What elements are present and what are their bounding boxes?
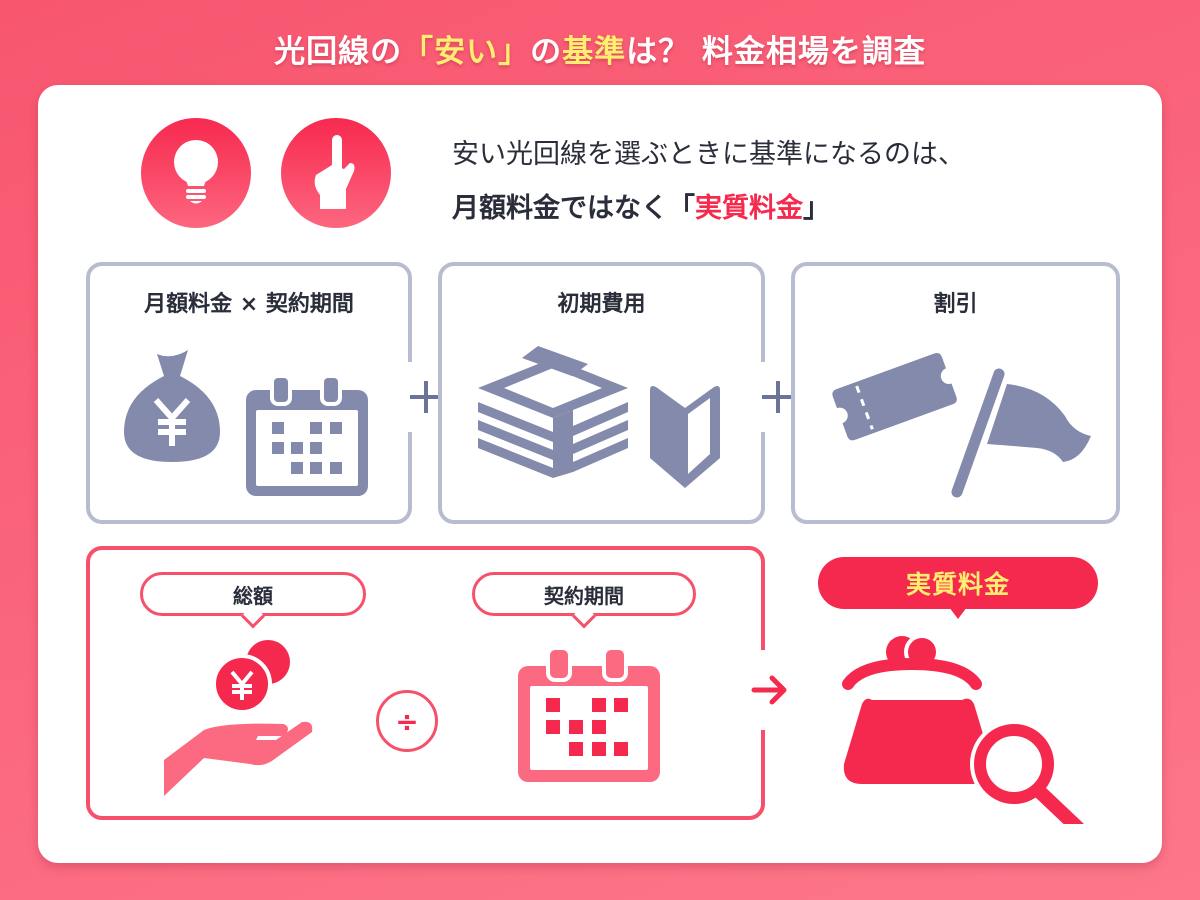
contract-period-bubble: 契約期間 — [472, 572, 696, 616]
lightbulb-icon — [141, 118, 251, 228]
effective-price-pill: 実質料金 — [818, 557, 1098, 609]
page-title: 光回線の「安い」の基準は？ 料金相場を調査 — [274, 34, 926, 70]
calendar-icon — [518, 646, 660, 782]
arrow-icon — [740, 650, 800, 730]
divide-operator: ÷ — [376, 690, 438, 752]
pointing-hand-icon — [281, 118, 391, 228]
purse-magnifier-icon — [842, 634, 1084, 824]
component-initial-cost: 初期費用 — [438, 262, 765, 524]
component-discount: 割引 — [791, 262, 1120, 524]
intro-text: 安い光回線を選ぶときに基準になるのは、 月額料金ではなく「実質料金」 — [452, 128, 965, 236]
hand-coins-yen-icon — [164, 640, 313, 796]
intro-line-2: 月額料金ではなく「実質料金」 — [452, 182, 830, 236]
component-monthly-x-period: 月額料金 × 契約期間 — [86, 262, 412, 524]
total-amount-bubble: 総額 — [140, 572, 366, 616]
emphasis-effective-price: 実質料金 — [695, 193, 803, 224]
ticket-icon — [832, 353, 957, 441]
intro-line-1: 安い光回線を選ぶときに基準になるのは、 — [452, 139, 965, 170]
calendar-icon — [246, 374, 368, 496]
beginner-mark-icon — [650, 386, 720, 488]
banknote-stack-icon — [478, 346, 628, 478]
money-bag-yen-icon — [124, 350, 220, 462]
flag-icon — [951, 368, 1091, 498]
